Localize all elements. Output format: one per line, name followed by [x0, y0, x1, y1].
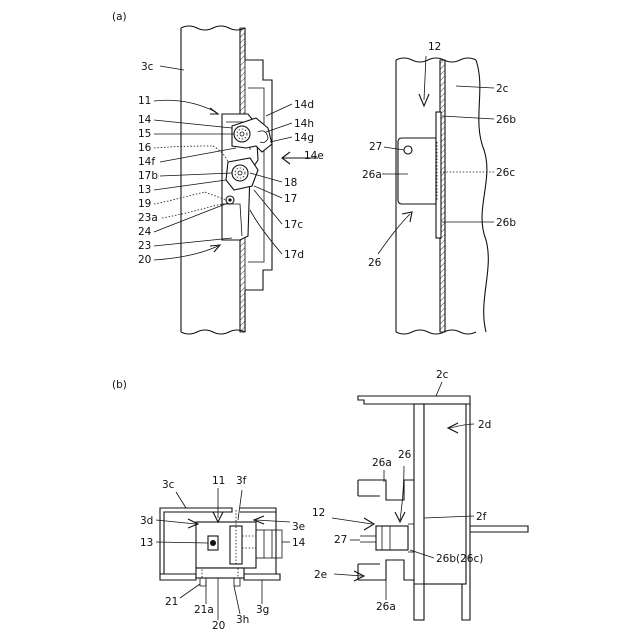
label-21a: 21a [194, 604, 214, 616]
label-26a-b-top: 26a [372, 457, 392, 469]
label-26-b: 26 [398, 449, 412, 461]
panel-b-label: (b) [112, 379, 127, 391]
label-23a-a: 23a [138, 212, 158, 224]
panel-a-label: (a) [112, 11, 127, 23]
figure-b-right-assembly [332, 396, 528, 620]
label-17c: 17c [284, 219, 303, 231]
label-14h: 14h [294, 118, 314, 130]
label-2d: 2d [478, 419, 491, 431]
label-3e: 3e [292, 521, 305, 533]
label-26b26c: 26b(26c) [436, 553, 483, 565]
label-26-a: 26 [368, 257, 382, 269]
label-17d: 17d [284, 249, 304, 261]
label-15-a: 15 [138, 128, 151, 140]
label-13-b: 13 [140, 537, 153, 549]
label-3f: 3f [236, 475, 247, 487]
label-2e: 2e [314, 569, 327, 581]
label-12-b: 12 [312, 507, 325, 519]
label-16-a: 16 [138, 142, 152, 154]
label-14e: 14e [304, 150, 324, 162]
label-26a-a: 26a [362, 169, 382, 181]
label-11-b: 11 [212, 475, 225, 487]
label-2f: 2f [476, 511, 487, 523]
label-3c-b: 3c [162, 479, 175, 491]
label-3d: 3d [140, 515, 153, 527]
label-23-a: 23 [138, 240, 151, 252]
label-21: 21 [165, 596, 178, 608]
label-27-b: 27 [334, 534, 347, 546]
label-26b-top: 26b [496, 114, 516, 126]
label-24-a: 24 [138, 226, 152, 238]
label-3h: 3h [236, 614, 249, 626]
figure-a-left-labels: 3c 11 14 15 16 14f 17b 13 19 23a 24 23 2… [138, 61, 236, 266]
label-27-a: 27 [369, 141, 382, 153]
label-26b-bottom: 26b [496, 217, 516, 229]
label-26c: 26c [496, 167, 515, 179]
label-11-a: 11 [138, 95, 151, 107]
label-20-b: 20 [212, 620, 225, 632]
label-14-b: 14 [292, 537, 306, 549]
label-2c-b: 2c [436, 369, 449, 381]
figure-a-left-assembly [181, 26, 318, 334]
label-3g: 3g [256, 604, 269, 616]
label-17: 17 [284, 193, 297, 205]
label-20-a: 20 [138, 254, 151, 266]
label-14d: 14d [294, 99, 314, 111]
label-14f-a: 14f [138, 156, 155, 168]
figure-a-right-assembly [378, 56, 488, 334]
label-14g: 14g [294, 132, 314, 144]
label-26a-b-bottom: 26a [376, 601, 396, 613]
label-19-a: 19 [138, 198, 151, 210]
label-17b-a: 17b [138, 170, 158, 182]
label-18: 18 [284, 177, 297, 189]
figure-b-left-assembly [156, 488, 290, 586]
label-12-a: 12 [428, 41, 441, 53]
label-14-a: 14 [138, 114, 152, 126]
label-2c-a: 2c [496, 83, 509, 95]
label-13-a: 13 [138, 184, 151, 196]
label-3c-a: 3c [141, 61, 154, 73]
